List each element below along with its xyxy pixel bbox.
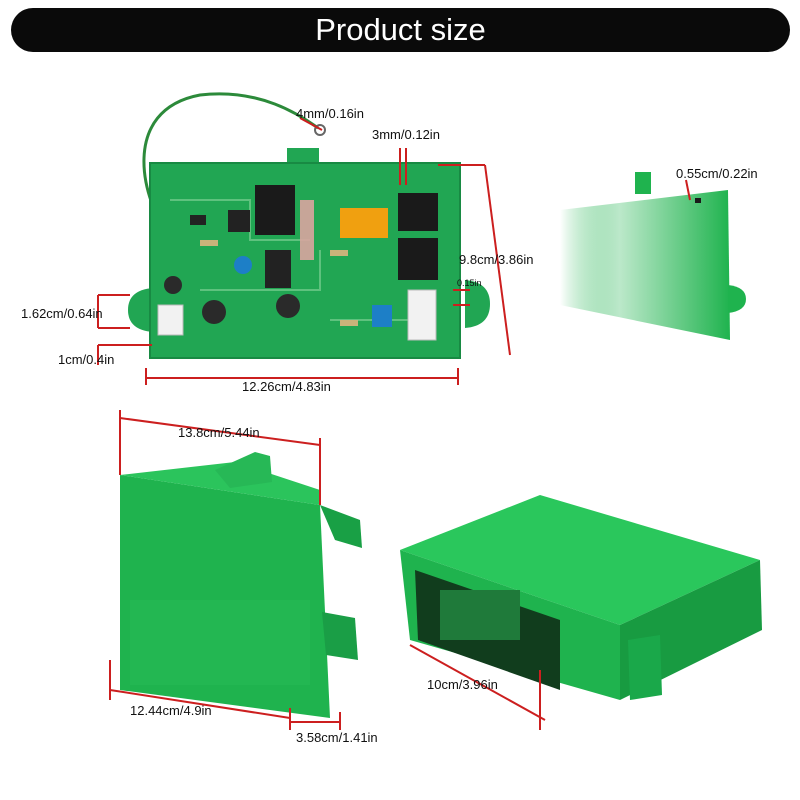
title-banner: Product size xyxy=(11,8,790,52)
board-width-label: 12.26cm/4.83in xyxy=(242,379,331,394)
pin-gap-dimension-label: 3mm/0.12in xyxy=(372,127,440,142)
edge-dimension-label: 1cm/0.4in xyxy=(58,352,115,367)
case-height-label: 10cm/3.96in xyxy=(427,677,498,692)
terminal-dimension-label: 4mm/0.16in xyxy=(296,106,364,121)
mount-tab-label: 1.62cm/0.64in xyxy=(21,306,103,321)
dimension-lines xyxy=(97,117,691,730)
side-view-photo xyxy=(560,172,746,340)
thickness-label: 0.15in xyxy=(457,278,482,288)
circuit-board xyxy=(128,92,490,359)
wall-thickness-label: 0.55cm/0.22in xyxy=(676,166,758,181)
board-height-label: 9.8cm/3.86in xyxy=(459,252,534,267)
case-width-top-label: 13.8cm/5.44in xyxy=(178,425,260,440)
case-width-bottom-label: 12.44cm/4.9in xyxy=(130,703,212,718)
case-front-view xyxy=(120,452,362,718)
case-angled-view xyxy=(400,495,762,700)
case-depth-label: 3.58cm/1.41in xyxy=(296,730,378,745)
